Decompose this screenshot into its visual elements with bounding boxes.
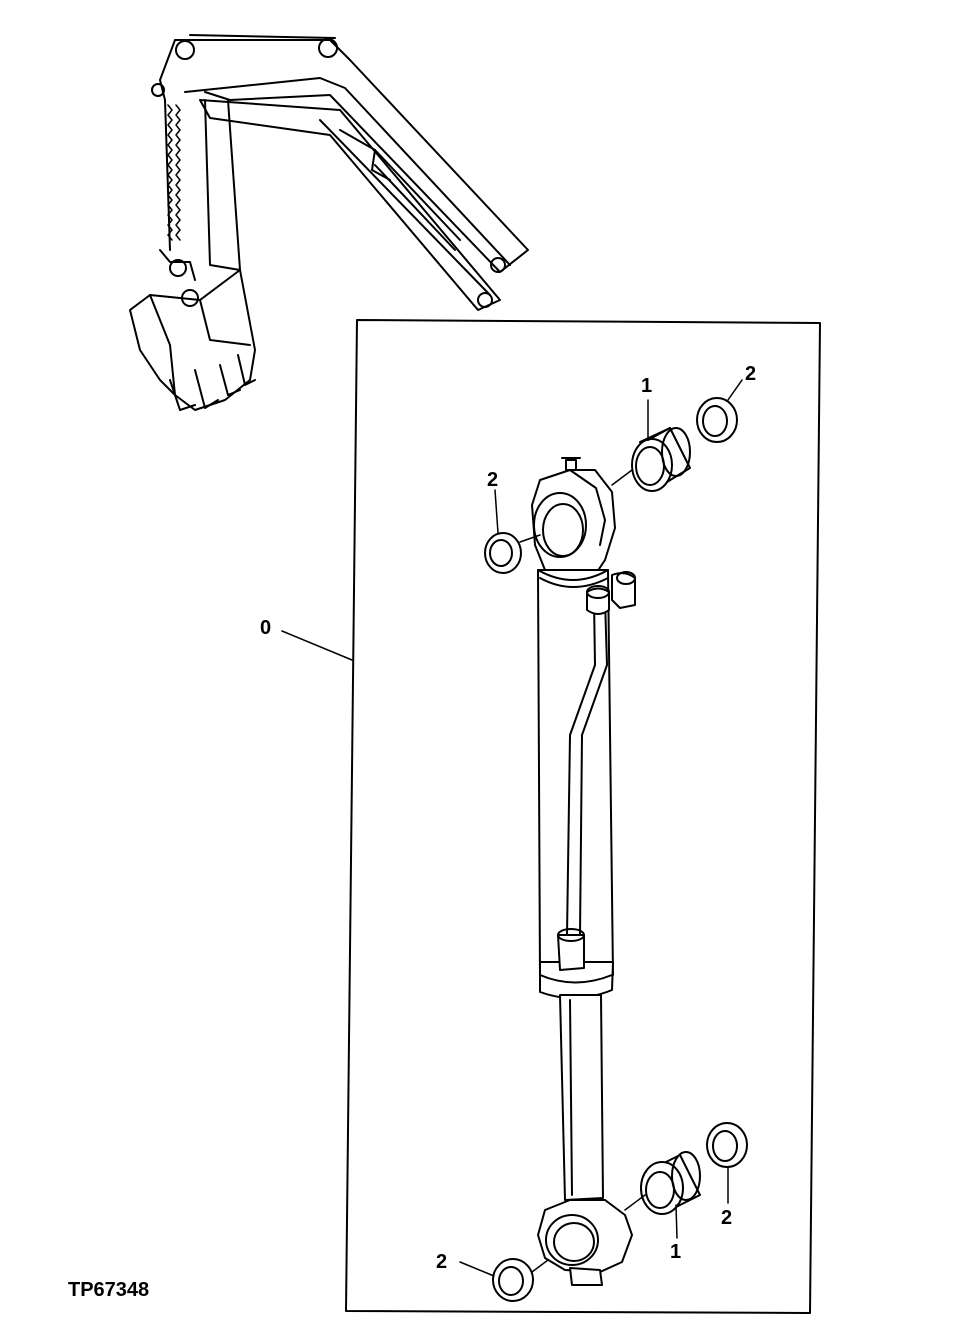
seal-bottom-left [492, 1258, 534, 1302]
callout-bushing-bottom: 1 [670, 1241, 681, 1263]
seal-top-right [696, 397, 738, 443]
callout-assembly: 0 [260, 617, 271, 639]
seal-top-left [484, 532, 522, 574]
callout-seal-top-right: 2 [745, 363, 756, 385]
callout-seal-top-left: 2 [487, 469, 498, 491]
assembly-frame [345, 319, 821, 1314]
seal-bottom-right [706, 1122, 748, 1168]
excavator-arm-illustration [129, 34, 529, 411]
figure-id: TP67348 [68, 1279, 149, 1301]
callout-bushing-top: 1 [641, 375, 652, 397]
bushing-top [631, 427, 691, 492]
leader-lines [281, 379, 743, 1277]
bushing-bottom [640, 1151, 701, 1215]
callout-seal-bottom-right: 2 [721, 1207, 732, 1229]
callout-seal-bottom-left: 2 [436, 1251, 447, 1273]
hydraulic-cylinder [531, 457, 636, 1286]
